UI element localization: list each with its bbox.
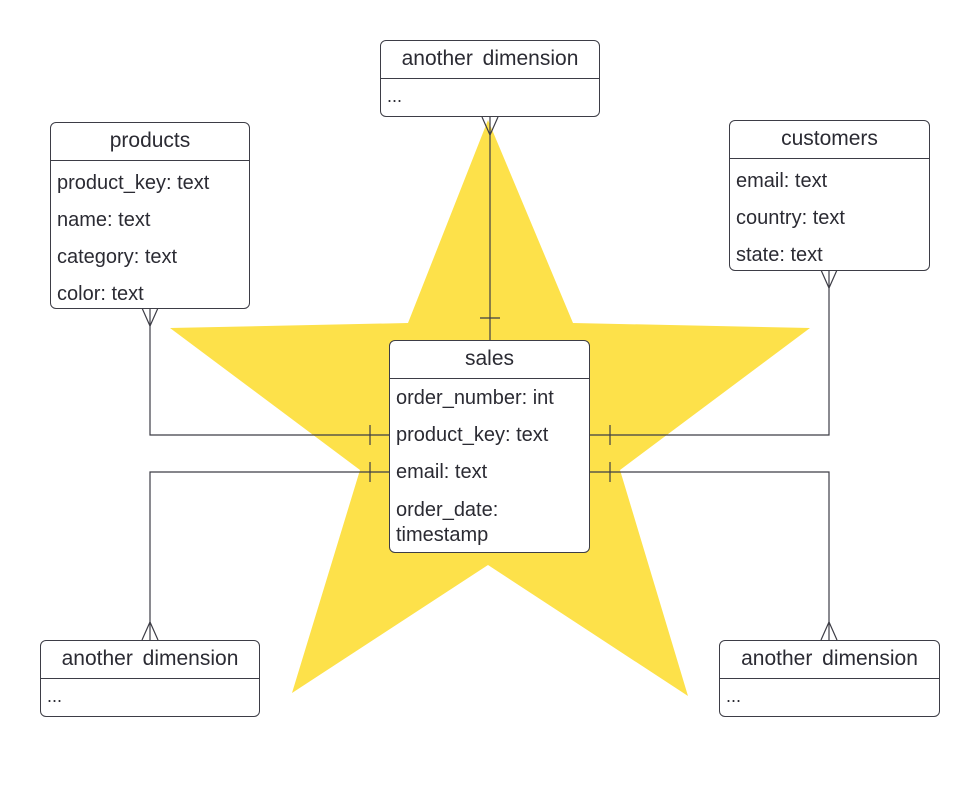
entity-products[interactable]: products product_key: text name: text ca… [50,122,250,309]
entity-title: another dimension [381,41,599,79]
entity-field: ... [726,686,742,706]
entity-field: order_date: timestamp [396,499,499,546]
entity-field: ... [47,686,63,706]
entity-field: product_key: text [57,172,210,194]
entity-field: order_number: int [396,387,554,409]
entity-title: sales [390,341,589,379]
entity-field: ... [387,86,403,106]
entity-title: products [51,123,249,161]
crowfoot-customers [820,269,838,290]
entity-title: customers [730,121,929,159]
entity-sales-fact[interactable]: sales order_number: int product_key: tex… [389,340,590,553]
entity-top-dimension[interactable]: another dimension ... [380,40,600,117]
crowfoot-bottom-right [820,620,838,641]
link-customers [590,270,830,436]
entity-field: state: text [736,244,823,266]
link-bottom-left [149,471,390,640]
link-bottom-right [590,471,830,640]
entity-bottom-right-dimension[interactable]: another dimension ... [719,640,940,717]
entity-field: category: text [57,246,178,268]
entity-field: product_key: text [396,424,549,446]
crowfoot-top [481,116,499,137]
crowfoot-bottom-left [141,620,159,641]
crowfoot-products [141,307,159,328]
relationship-lines [141,116,838,641]
entity-field: color: text [57,283,144,305]
entity-title: another dimension [41,641,259,679]
entity-customers[interactable]: customers email: text country: text stat… [729,120,930,271]
entity-bottom-left-dimension[interactable]: another dimension ... [40,640,260,717]
link-products [149,308,390,436]
entity-field: email: text [736,170,828,192]
entity-field: email: text [396,461,488,483]
entity-field: country: text [736,207,845,229]
entity-title: another dimension [720,641,939,679]
entity-field: name: text [57,209,151,231]
